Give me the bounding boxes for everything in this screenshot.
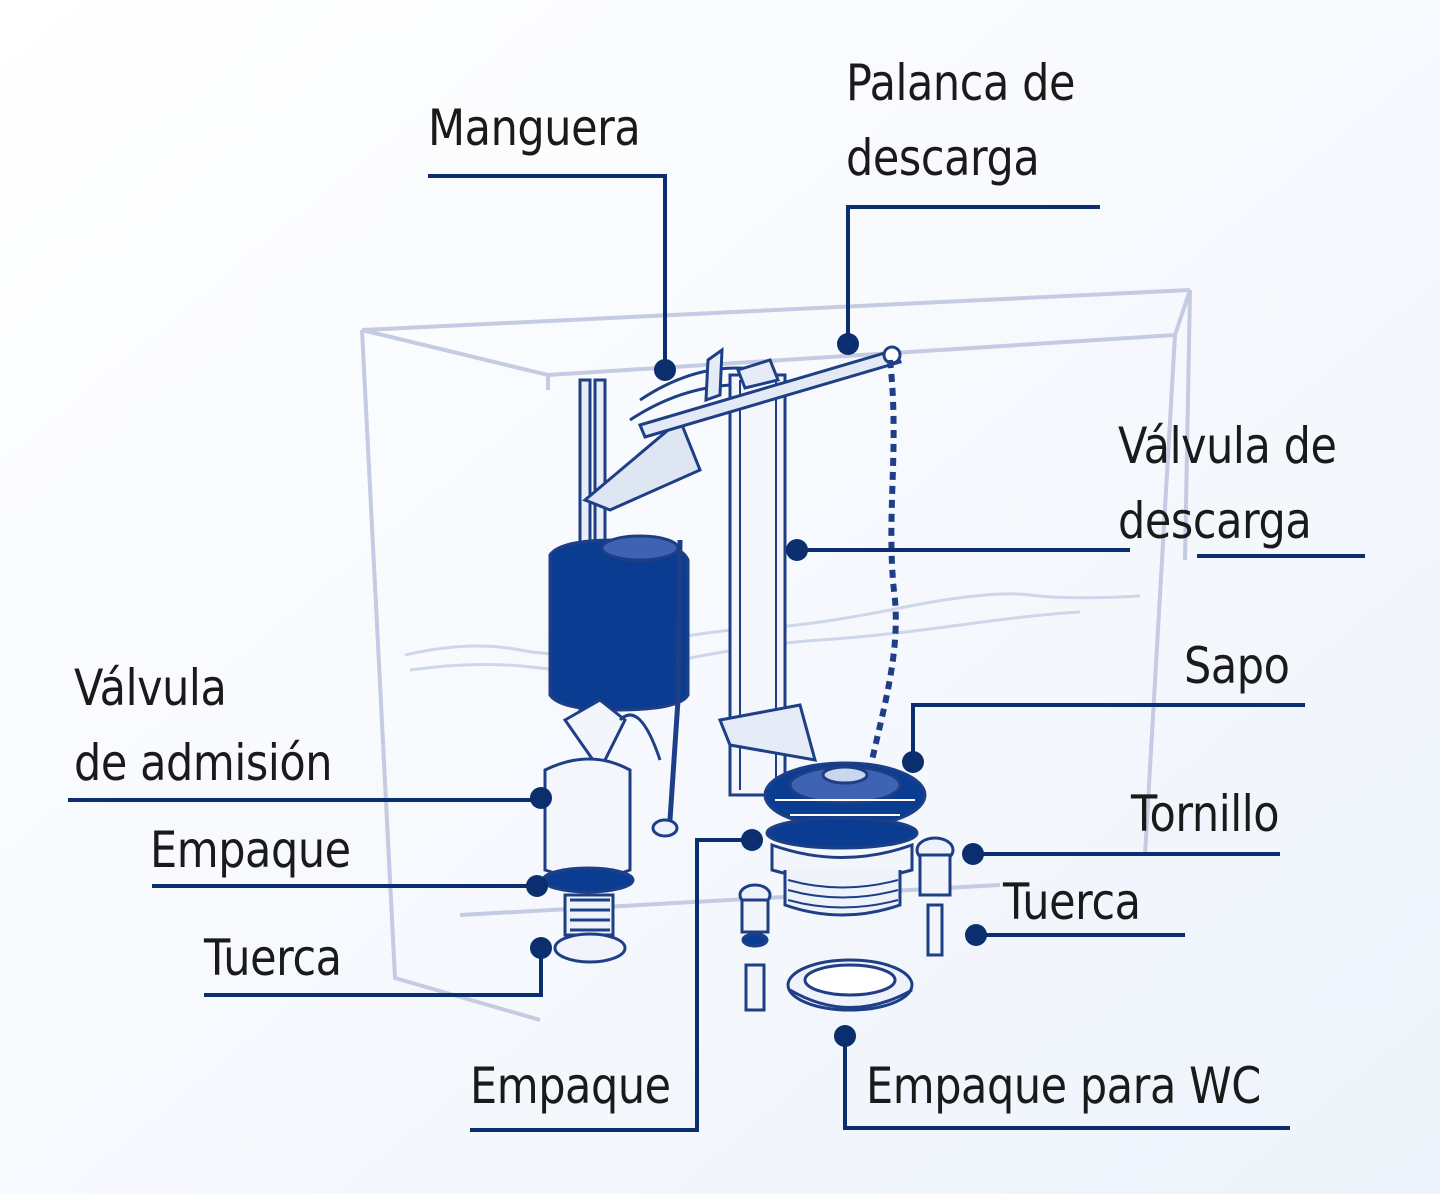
label-tuerca-right: Tuerca <box>1003 873 1141 931</box>
label-sapo: Sapo <box>1184 637 1290 695</box>
leader-dots <box>526 333 987 1047</box>
fill-valve <box>541 366 761 964</box>
dot-empaque-left <box>526 875 548 897</box>
label-palanca-line2: descarga <box>846 129 1040 187</box>
label-empaque-wc: Empaque para WC <box>866 1057 1261 1115</box>
flush-valve-base <box>765 816 919 917</box>
label-valvula-descarga-line2: descarga <box>1118 492 1312 550</box>
dot-tuerca-right <box>965 924 987 946</box>
leader-palanca <box>846 205 1100 342</box>
leader-empaque-wc <box>843 1038 1290 1130</box>
leader-manguera <box>428 174 667 368</box>
dot-empaque-wc <box>834 1025 856 1047</box>
label-empaque-left: Empaque <box>150 821 351 879</box>
label-valvula-admision-line1: Válvula <box>74 659 227 717</box>
lift-chain <box>867 359 899 771</box>
label-palanca-line1: Palanca de <box>846 54 1076 112</box>
wc-gasket <box>786 958 914 1012</box>
dot-empaque-bottom <box>741 829 763 851</box>
tank-outline <box>360 288 1192 1022</box>
dot-sapo <box>902 751 924 773</box>
dot-palanca <box>837 333 859 355</box>
flapper <box>717 703 927 829</box>
leader-lines <box>68 174 1365 1132</box>
dot-valvula-descarga <box>786 539 808 561</box>
label-tuerca-left: Tuerca <box>204 929 342 987</box>
label-empaque-bottom: Empaque <box>470 1057 671 1115</box>
leader-sapo <box>911 703 1305 760</box>
leader-tuerca-left <box>204 950 543 997</box>
label-tornillo: Tornillo <box>1131 785 1280 843</box>
label-manguera: Manguera <box>428 99 641 157</box>
bolts <box>738 836 955 1012</box>
dot-tornillo <box>962 843 984 865</box>
dot-valvula-admision <box>530 787 552 809</box>
label-valvula-descarga-line1: Válvula de <box>1118 417 1337 475</box>
dot-tuerca-left <box>530 937 552 959</box>
label-valvula-admision-line2: de admisión <box>74 734 333 792</box>
dot-manguera <box>654 359 676 381</box>
leader-empaque-bottom <box>470 838 752 1132</box>
